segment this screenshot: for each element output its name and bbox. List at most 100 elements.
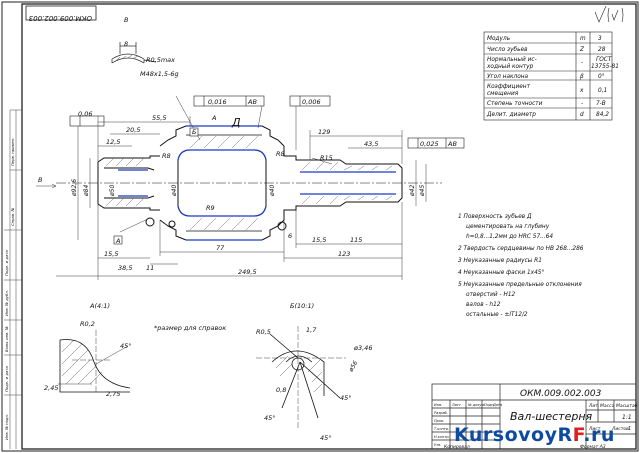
note-8: валов - h12 (466, 302, 501, 308)
param-row-0-sym: Z (579, 47, 585, 53)
tol-0-016: 0,016 (208, 98, 227, 106)
dim-15-5b: 15,5 (312, 236, 326, 244)
dim-11: 11 (146, 264, 154, 272)
dim-r0-2: R0,2 (80, 320, 95, 328)
param-row-5-val: 0,1 (598, 88, 607, 94)
dim-15-5: 15,5 (104, 250, 118, 258)
detail-view-b-top (111, 42, 157, 64)
dim-2-45: 2,45 (44, 384, 58, 392)
param-row-2-name: ходный контур (486, 64, 534, 70)
param-row-7-sym: d (580, 112, 584, 118)
side-stamp-0: Перв. примен. (10, 137, 15, 166)
dim-129: 129 (318, 128, 330, 136)
tolerance-frames (69, 95, 465, 245)
param-row-7-val: 84,2 (596, 112, 609, 118)
dim-r8b: R8 (276, 150, 285, 158)
hatch-view-a (61, 339, 103, 385)
tol-0-006: 0,006 (302, 98, 321, 106)
dim-r8: R8 (162, 152, 171, 160)
note-5: 4 Неуказанные фаски 1х45° (458, 270, 544, 276)
label-8: 8 (124, 40, 128, 48)
param-row-5-name: смещения (487, 91, 519, 97)
tb-row-4: Дата (492, 403, 502, 407)
tb-role-1: Пров. (434, 419, 444, 423)
watermark-accent: F (572, 424, 584, 446)
label-b-arrow: В (38, 176, 43, 184)
param-header-val: 3 (598, 36, 602, 42)
copied-label: Копировал (444, 444, 470, 450)
dimension-lines (36, 95, 427, 280)
param-row-0-val: 28 (598, 47, 606, 53)
param-row-7-name: Делит. диаметр (486, 112, 536, 118)
dim-thread: М48х1,5-6g (140, 70, 179, 78)
dim-r05max: R0,5max (146, 56, 175, 64)
dia-84: ø84 (83, 185, 90, 197)
param-header-name: Модуль (487, 36, 510, 42)
note-7: отверстий - Н12 (466, 292, 516, 298)
watermark-tail: .ru (583, 424, 615, 446)
dia-40b: ø40 (269, 185, 276, 197)
tb-role-2: Т.контр. (434, 427, 449, 431)
param-row-3-sym: β (580, 74, 584, 80)
drawing-title: Вал-шестерня (510, 410, 593, 423)
param-header-sym: m (580, 36, 586, 42)
view-a-title: А(4:1) (89, 302, 110, 310)
view-b-title: Б(10:1) (290, 302, 314, 310)
tb-role-0: Разраб. (434, 411, 448, 415)
param-row-0-name: Число зубьев (487, 47, 528, 53)
side-stamp-3: Инв. № дубл. (4, 290, 9, 316)
param-row-2-sym: - (581, 60, 583, 66)
dia-50: ø50 (109, 185, 116, 197)
param-row-5-sym: x (579, 88, 584, 94)
scale-label: Масштаб (616, 403, 638, 409)
dim-r15: R15 (320, 154, 333, 162)
tol-0-025: 0,025 (420, 140, 439, 148)
label-6: 6 (288, 232, 292, 240)
tb-role-3: Н.контр. (434, 435, 450, 439)
dim-55-5: 55,5 (152, 114, 166, 122)
tb-row-3: Подп. (484, 403, 495, 407)
tb-row-0: Изм. (434, 403, 442, 407)
title-block (431, 383, 637, 450)
dimension-text: 249,5 77 123 115 15,5 129 43,5 55,5 20,5… (38, 16, 457, 442)
hatch-view-b (275, 355, 323, 393)
scale-value: 1:1 (622, 414, 632, 421)
side-stamp-4: Взам. инв. № (4, 326, 9, 352)
side-stamp-6: Инв. № подл. (4, 414, 9, 440)
gear-teeth-highlight (118, 125, 396, 241)
dia-92-6: ø92,6 (71, 179, 78, 197)
tol-ab2: АВ (447, 140, 457, 148)
gear-params-table (483, 31, 613, 121)
label-b2: Б (192, 128, 197, 136)
dim-0-8: 0,8 (276, 386, 286, 394)
param-row-2-val: 13755-81 (591, 64, 619, 70)
mass-label: Масса (600, 403, 615, 409)
dim-115: 115 (350, 236, 362, 244)
lit-label: Лит. (588, 403, 599, 409)
side-stamp-2: Подп. и дата (4, 249, 9, 276)
param-row-3-val: 0° (598, 74, 605, 80)
note-1: цементировать на глубину (466, 224, 550, 230)
param-row-6-val: 7-В (596, 101, 606, 107)
tol-0-06: 0,06 (78, 110, 92, 118)
dim-38-5: 38,5 (118, 264, 132, 272)
tech-notes: 1 Поверхность зубьев Д цементировать на … (458, 214, 584, 318)
ref-size-note: *размер для справок (154, 324, 226, 332)
section-hatching (105, 135, 393, 231)
dim-123: 123 (338, 250, 350, 258)
format-label: Формат А3 (580, 444, 606, 450)
tb-role-4: Утв. (434, 443, 441, 447)
angle-45-b: 45° (320, 434, 332, 442)
param-row-3-name: Угол наклона (487, 74, 529, 80)
hatch-b-top (115, 54, 139, 62)
left-stamp-strip (4, 109, 22, 449)
dim-1-7: 1,7 (306, 326, 317, 334)
note-6: 5 Неуказанные предельные отклонения (458, 282, 582, 288)
param-row-1-val: ГОСТ (596, 57, 612, 63)
note-9: остальные - ±IT12/2 (466, 312, 528, 318)
label-a2: А (115, 237, 120, 245)
angle-45-c: 45° (340, 394, 352, 402)
dim-12-5: 12,5 (106, 138, 120, 146)
dim-r0-5: R0,5 (256, 328, 271, 336)
